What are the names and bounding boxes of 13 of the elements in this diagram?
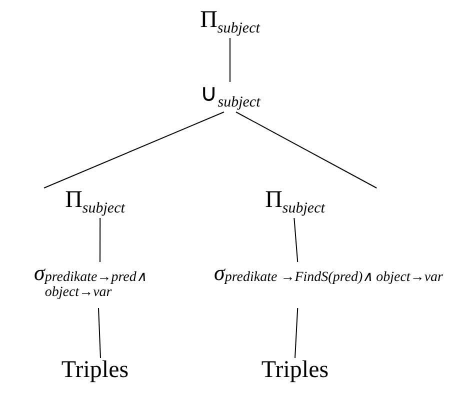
connector-line	[236, 112, 378, 188]
operator-label: Π$_{subject}$	[199, 8, 262, 36]
connector-line	[294, 218, 298, 262]
operator-label: σ$_{predikate →FindS(pred)∧ object→var}$	[214, 262, 444, 286]
relation-name: Triples	[60, 358, 130, 382]
operator-label: ∪$_{subject}$	[198, 82, 262, 110]
operator-label: Π$_{subject}$	[264, 188, 326, 216]
connector-line	[100, 218, 101, 262]
connector-line	[44, 112, 224, 188]
connector-line	[98, 308, 101, 358]
relation-name: Triples	[260, 358, 330, 382]
operator-label: Π$_{subject}$	[64, 188, 126, 216]
connector-line	[294, 308, 298, 358]
